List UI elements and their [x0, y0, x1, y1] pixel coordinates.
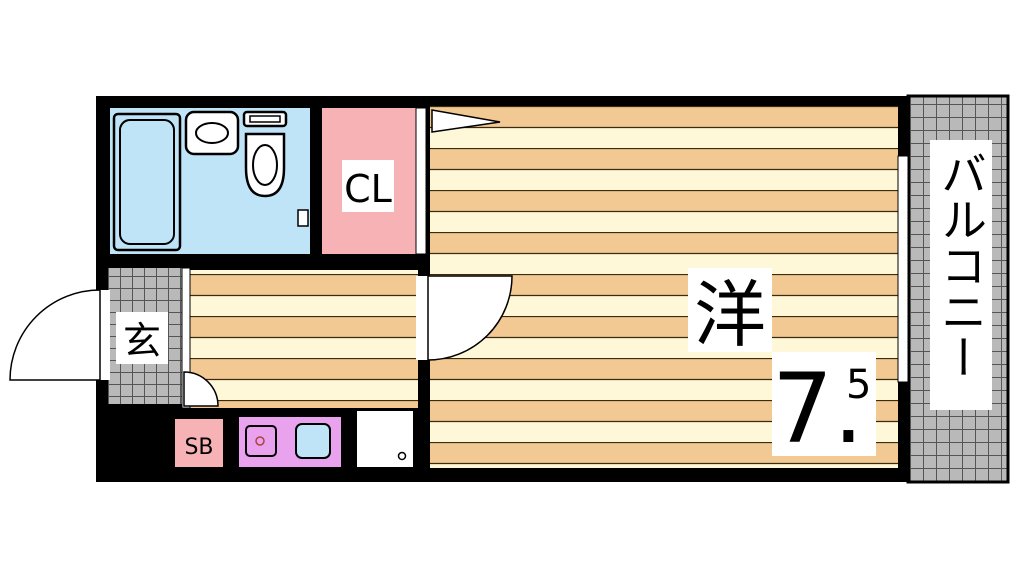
sink-icon — [295, 423, 331, 459]
toilet-seat — [252, 144, 278, 186]
front-door[interactable] — [9, 289, 110, 381]
closet: CL — [322, 108, 416, 254]
toilet-tank-inner — [249, 115, 281, 123]
balcony-label-box — [930, 140, 992, 410]
closet-label-box — [342, 160, 394, 212]
closet-door — [415, 107, 427, 255]
room-door[interactable] — [416, 275, 513, 361]
shoe-box-fill — [173, 417, 225, 469]
bathtub-inner — [119, 119, 175, 245]
western-room-size-main: 7. — [772, 353, 864, 465]
unit-bath — [110, 108, 310, 254]
bath-door-handle — [297, 209, 309, 227]
shoe-box: SB — [173, 417, 225, 469]
fridge-drain-icon — [397, 451, 407, 461]
western-room-size-box — [772, 352, 876, 456]
western-room: 洋 7. 5 — [688, 268, 876, 465]
western-room-size-sub: 5 — [846, 362, 871, 408]
room-door-arc — [427, 275, 513, 361]
kitchen — [237, 415, 343, 469]
balcony-label: バルコニー — [934, 150, 988, 380]
fridge-box — [355, 409, 415, 469]
room-door-opening — [416, 276, 430, 360]
entrance-step — [181, 267, 191, 409]
shoe-box-door-arc — [183, 371, 219, 407]
stove-burner-icon — [255, 436, 265, 446]
western-room-label: 洋 — [694, 273, 766, 357]
entrance-label-box — [116, 312, 168, 364]
hallway-floor — [190, 270, 418, 408]
closet-label: CL — [344, 167, 392, 211]
window-triangle — [431, 109, 501, 133]
western-room-label-box — [688, 268, 772, 352]
entrance: 玄 — [108, 267, 191, 409]
balcony-sash — [897, 155, 909, 383]
front-door-arc — [9, 289, 101, 381]
washbasin-bowl — [195, 122, 229, 144]
balcony: バルコニー — [906, 94, 1010, 484]
entrance-label: 玄 — [123, 319, 161, 363]
fridge-space — [355, 409, 415, 469]
shoe-box-label: SB — [184, 435, 213, 460]
